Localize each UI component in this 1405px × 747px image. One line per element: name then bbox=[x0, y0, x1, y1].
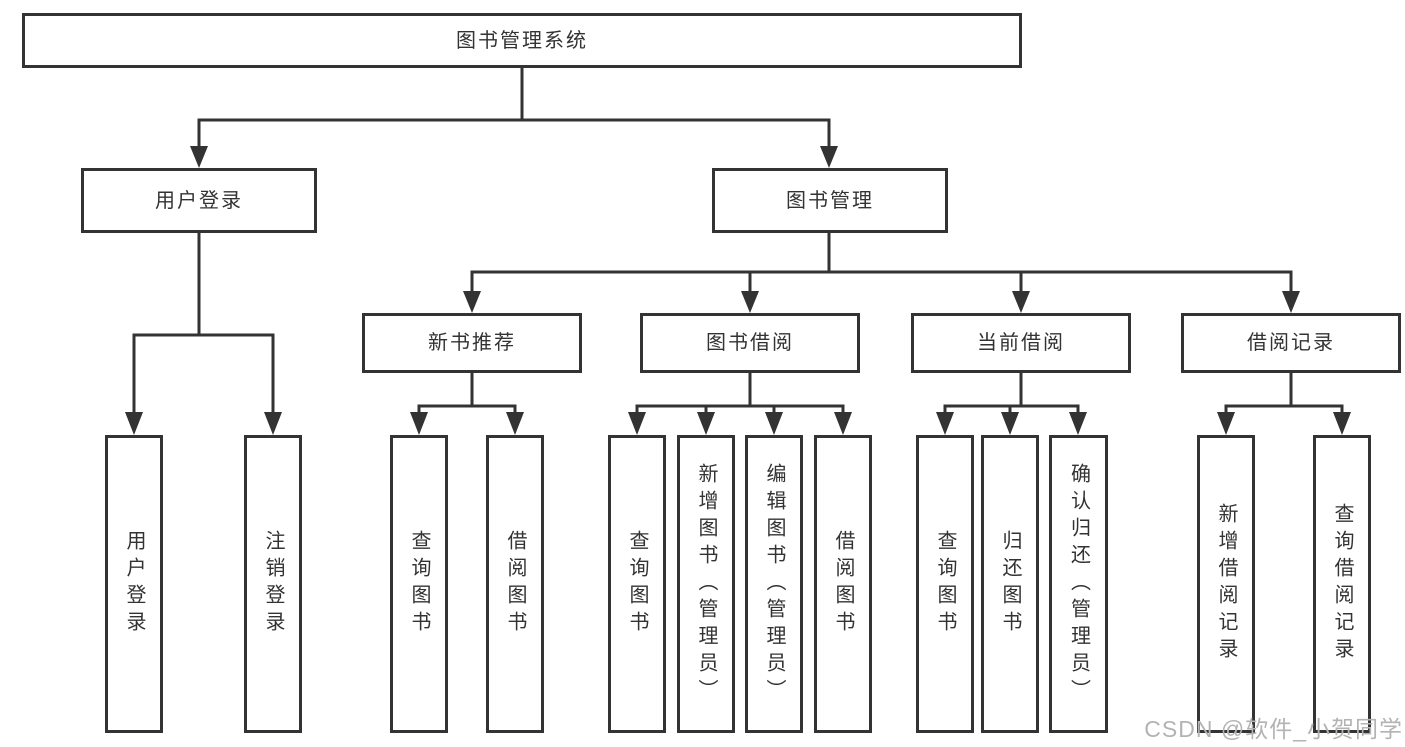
node-borrowing-records: 借阅记录 bbox=[1181, 313, 1401, 373]
node-leaf-nb-query-books: 查询图书 bbox=[390, 435, 448, 733]
node-leaf-br-query-record: 查询借阅记录 bbox=[1313, 435, 1371, 733]
node-leaf-cb-return-books: 归还图书 bbox=[981, 435, 1039, 733]
node-library-system: 图书管理系统 bbox=[22, 13, 1022, 68]
node-book-management: 图书管理 bbox=[712, 168, 948, 233]
node-book-borrowing: 图书借阅 bbox=[640, 313, 860, 373]
node-leaf-cb-confirm-return-admin: 确认归还（管理员） bbox=[1049, 435, 1108, 733]
node-leaf-nb-borrow-books: 借阅图书 bbox=[486, 435, 544, 733]
arrowheads bbox=[125, 146, 1351, 435]
node-leaf-bb-edit-books-admin: 编辑图书（管理员） bbox=[745, 435, 803, 733]
node-leaf-user-login: 用户登录 bbox=[105, 435, 163, 733]
node-leaf-cb-query-books: 查询图书 bbox=[916, 435, 974, 733]
node-leaf-bb-add-books-admin: 新增图书（管理员） bbox=[677, 435, 735, 733]
node-current-borrowing: 当前借阅 bbox=[911, 313, 1131, 373]
csdn-watermark: CSDN @软件_小贺同学 bbox=[1144, 716, 1403, 742]
node-leaf-bb-borrow-books: 借阅图书 bbox=[814, 435, 872, 733]
node-new-book-recommend: 新书推荐 bbox=[362, 313, 582, 373]
node-leaf-logout: 注销登录 bbox=[244, 435, 302, 733]
node-leaf-bb-query-books: 查询图书 bbox=[608, 435, 666, 733]
node-leaf-br-add-record: 新增借阅记录 bbox=[1197, 435, 1255, 733]
node-user-login: 用户登录 bbox=[81, 168, 317, 233]
